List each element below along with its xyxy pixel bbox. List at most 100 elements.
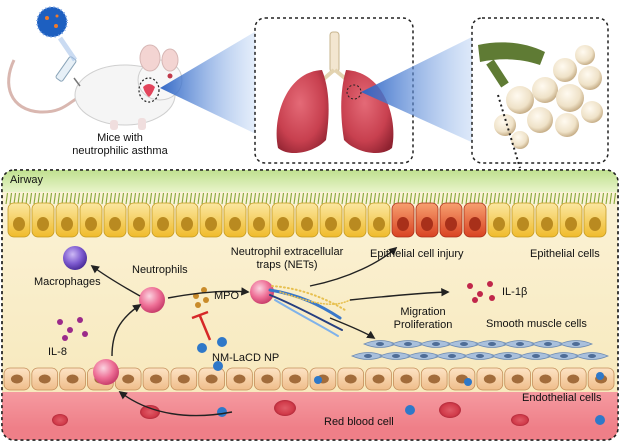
- epithelial-cell-icon: [151, 202, 175, 238]
- red-blood-cell-icon: [439, 402, 461, 418]
- endothelial-cell-icon: [59, 367, 86, 391]
- neutrophil-icon: [93, 359, 119, 385]
- smooth-muscle-cell-icon: [391, 340, 425, 348]
- endothelial-cells-label: Endothelial cells: [522, 392, 602, 404]
- endothelial-cell-icon: [420, 367, 448, 391]
- macrophage-icon: [63, 246, 87, 270]
- smooth-muscle-cell-icon: [379, 352, 413, 360]
- epithelial-cell-icon: [439, 202, 463, 238]
- epithelial-injury-label: Epithelial cell injury: [370, 248, 464, 260]
- epithelial-cell-icon: [55, 202, 79, 238]
- epithelial-cell-icon: [79, 202, 103, 238]
- red-blood-cell-icon: [274, 400, 296, 416]
- mpo-dots: [193, 287, 209, 308]
- endothelial-cell-icon: [170, 367, 198, 391]
- smooth-muscle-cell-icon: [351, 352, 385, 360]
- mouse-icon: [7, 44, 183, 130]
- endothelial-cell-layer: [3, 367, 615, 391]
- nanoparticle-label: NM-LaCD NP: [212, 352, 280, 364]
- epithelial-cell-icon: [559, 202, 583, 238]
- epithelial-cell-icon: [295, 202, 319, 238]
- epithelial-cell-icon: [583, 202, 607, 238]
- red-blood-cell-label: Red blood cell: [324, 416, 394, 428]
- endothelial-cell-icon: [226, 367, 253, 391]
- epithelial-cell-icon: [463, 202, 487, 238]
- red-blood-cell-icon: [52, 414, 68, 426]
- il-8-label: IL-8: [48, 346, 67, 358]
- epithelial-cell-icon: [271, 202, 295, 238]
- smooth-muscle-cell-icon: [447, 340, 481, 348]
- syringe-icon: [55, 56, 81, 87]
- endothelial-cell-icon: [31, 367, 59, 391]
- neutrophils-label: Neutrophils: [132, 264, 188, 276]
- red-blood-cells: [52, 400, 529, 426]
- smooth-muscle-cell-icon: [575, 352, 609, 360]
- pathway-arrows: [90, 246, 450, 417]
- endothelial-cell-icon: [253, 367, 281, 391]
- smooth-muscle-cell-icon: [475, 340, 509, 348]
- endothelial-cell-icon: [309, 367, 337, 391]
- endothelial-cell-icon: [337, 367, 365, 391]
- zoom-cone-1: [160, 30, 258, 135]
- inhibition-icon: [191, 310, 212, 341]
- epithelial-cell-layer: [7, 202, 607, 238]
- il-8-cytokines: [57, 317, 88, 341]
- macrophages-label: Macrophages: [34, 276, 101, 288]
- epithelial-cell-icon: [367, 202, 391, 238]
- epithelial-cell-icon: [247, 202, 271, 238]
- endothelial-cell-icon: [114, 367, 142, 391]
- il-1b-label: IL-1β: [502, 286, 528, 298]
- endothelial-cell-icon: [559, 367, 587, 391]
- migration-proliferation-label: Migration Proliferation: [393, 306, 453, 331]
- epithelial-cell-icon: [487, 202, 511, 238]
- endothelial-cell-icon: [365, 367, 392, 391]
- endothelial-cell-icon: [532, 367, 559, 391]
- zoom-cone-2: [361, 34, 478, 145]
- smooth-muscle-cell-icon: [559, 340, 593, 348]
- epithelial-cell-icon: [7, 202, 31, 238]
- endothelial-cell-icon: [504, 367, 531, 391]
- epithelial-cell-icon: [391, 202, 415, 238]
- endothelial-cell-icon: [198, 367, 225, 391]
- il-1b-cytokines: [467, 281, 495, 303]
- smooth-muscle-cell-layer: [351, 340, 609, 360]
- epithelial-cell-icon: [103, 202, 127, 238]
- alveoli-icon: [478, 42, 603, 149]
- endothelial-cell-icon: [393, 367, 420, 391]
- airway-label: Airway: [10, 174, 44, 186]
- nanoparticle-icon: [36, 6, 68, 38]
- net-fiber-icon: [268, 285, 351, 337]
- endothelial-cell-icon: [476, 367, 504, 391]
- blood-nanoparticles: [217, 372, 605, 425]
- endothelial-cell-icon: [3, 367, 31, 391]
- epithelial-cells-label: Epithelial cells: [530, 248, 600, 260]
- epithelial-cell-icon: [199, 202, 223, 238]
- nets-label: Neutrophil extracellular traps (NETs): [230, 246, 344, 271]
- epithelial-cell-icon: [511, 202, 535, 238]
- epithelial-cell-icon: [319, 202, 343, 238]
- endothelial-cell-icon: [281, 367, 309, 391]
- mpo-label: MPO: [214, 290, 240, 302]
- nm-lacd-nanoparticles: [197, 337, 227, 371]
- epithelial-cell-icon: [127, 202, 151, 238]
- epithelial-cell-icon: [31, 202, 55, 238]
- red-blood-cell-icon: [140, 405, 160, 419]
- smooth-muscle-cell-icon: [491, 352, 525, 360]
- smooth-muscle-cell-icon: [419, 340, 453, 348]
- smooth-muscle-label: Smooth muscle cells: [486, 318, 587, 330]
- epithelial-cell-icon: [223, 202, 247, 238]
- endothelial-cell-icon: [142, 367, 170, 391]
- smooth-muscle-cell-icon: [519, 352, 553, 360]
- mice-label: Mice with neutrophilic asthma: [72, 132, 168, 157]
- smooth-muscle-cell-icon: [547, 352, 581, 360]
- epithelial-cell-icon: [175, 202, 199, 238]
- epithelial-cell-icon: [535, 202, 559, 238]
- neutrophil-icon: [139, 287, 165, 313]
- epithelial-cell-icon: [415, 202, 439, 238]
- epithelial-cell-icon: [343, 202, 367, 238]
- neutrophil-icon: [250, 280, 274, 304]
- endothelial-cell-icon: [448, 367, 476, 391]
- cilia-layer: [5, 192, 617, 205]
- red-blood-cell-icon: [511, 414, 529, 426]
